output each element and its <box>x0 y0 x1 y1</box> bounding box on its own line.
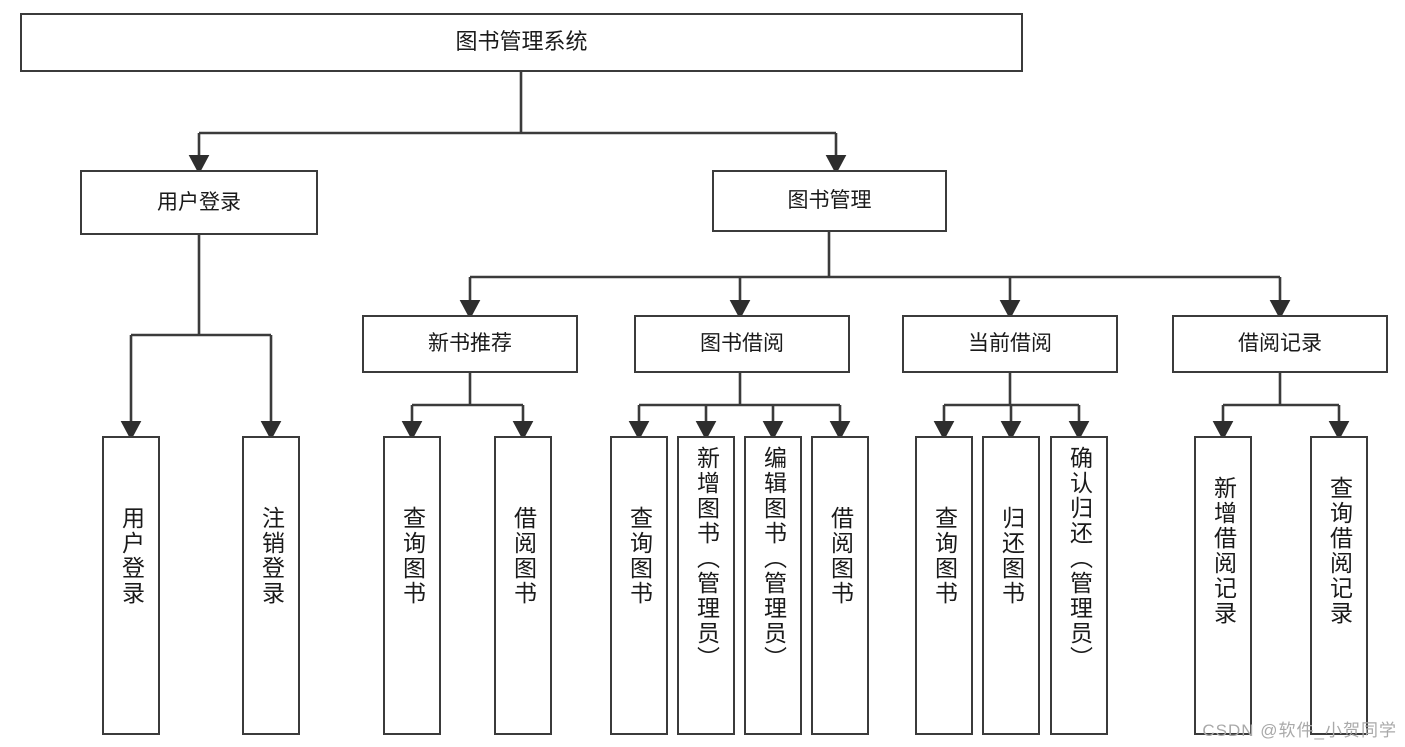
node-label: 查询图书 <box>399 506 426 606</box>
leaf-user-logout[interactable]: 注销登录 <box>242 436 300 735</box>
node-label: 新书推荐 <box>428 332 512 356</box>
leaf-current-query-book[interactable]: 查询图书 <box>915 436 973 735</box>
node-book-borrow[interactable]: 图书借阅 <box>634 315 850 373</box>
leaf-borrow-add-book-admin[interactable]: 新增图书（管理员） <box>677 436 735 735</box>
node-label: 查询图书 <box>931 506 958 606</box>
node-label: 借阅图书 <box>827 506 854 606</box>
node-label: 当前借阅 <box>968 332 1052 356</box>
leaf-borrow-query-book[interactable]: 查询图书 <box>610 436 668 735</box>
node-label: 用户登录 <box>118 506 145 606</box>
node-new-book-recommend[interactable]: 新书推荐 <box>362 315 578 373</box>
node-label: 图书借阅 <box>700 332 784 356</box>
leaf-user-login[interactable]: 用户登录 <box>102 436 160 735</box>
node-label: 注销登录 <box>258 506 285 606</box>
node-user-login[interactable]: 用户登录 <box>80 170 318 235</box>
node-label: 查询借阅记录 <box>1326 476 1353 626</box>
node-current-borrow[interactable]: 当前借阅 <box>902 315 1118 373</box>
node-root-system[interactable]: 图书管理系统 <box>20 13 1023 72</box>
node-label: 查询图书 <box>626 506 653 606</box>
node-label: 图书管理系统 <box>455 29 588 55</box>
leaf-current-confirm-return-admin[interactable]: 确认归还（管理员） <box>1050 436 1108 735</box>
node-book-management[interactable]: 图书管理 <box>712 170 947 232</box>
node-borrow-record[interactable]: 借阅记录 <box>1172 315 1388 373</box>
node-label: 图书管理 <box>787 189 872 213</box>
node-label: 新增借阅记录 <box>1210 476 1237 626</box>
node-label: 编辑图书（管理员） <box>760 446 787 671</box>
leaf-borrow-edit-book-admin[interactable]: 编辑图书（管理员） <box>744 436 802 735</box>
node-label: 借阅图书 <box>510 506 537 606</box>
node-label: 确认归还（管理员） <box>1066 446 1093 671</box>
watermark-text: CSDN @软件_小贺同学 <box>1202 721 1397 740</box>
leaf-current-return-book[interactable]: 归还图书 <box>982 436 1040 735</box>
leaf-recommend-query-book[interactable]: 查询图书 <box>383 436 441 735</box>
leaf-record-query-borrow-record[interactable]: 查询借阅记录 <box>1310 436 1368 735</box>
node-label: 归还图书 <box>998 506 1025 606</box>
leaf-record-add-borrow-record[interactable]: 新增借阅记录 <box>1194 436 1252 735</box>
node-label: 借阅记录 <box>1238 332 1322 356</box>
node-label: 新增图书（管理员） <box>693 446 720 671</box>
node-label: 用户登录 <box>157 190 241 214</box>
leaf-recommend-borrow-book[interactable]: 借阅图书 <box>494 436 552 735</box>
leaf-borrow-borrow-book[interactable]: 借阅图书 <box>811 436 869 735</box>
